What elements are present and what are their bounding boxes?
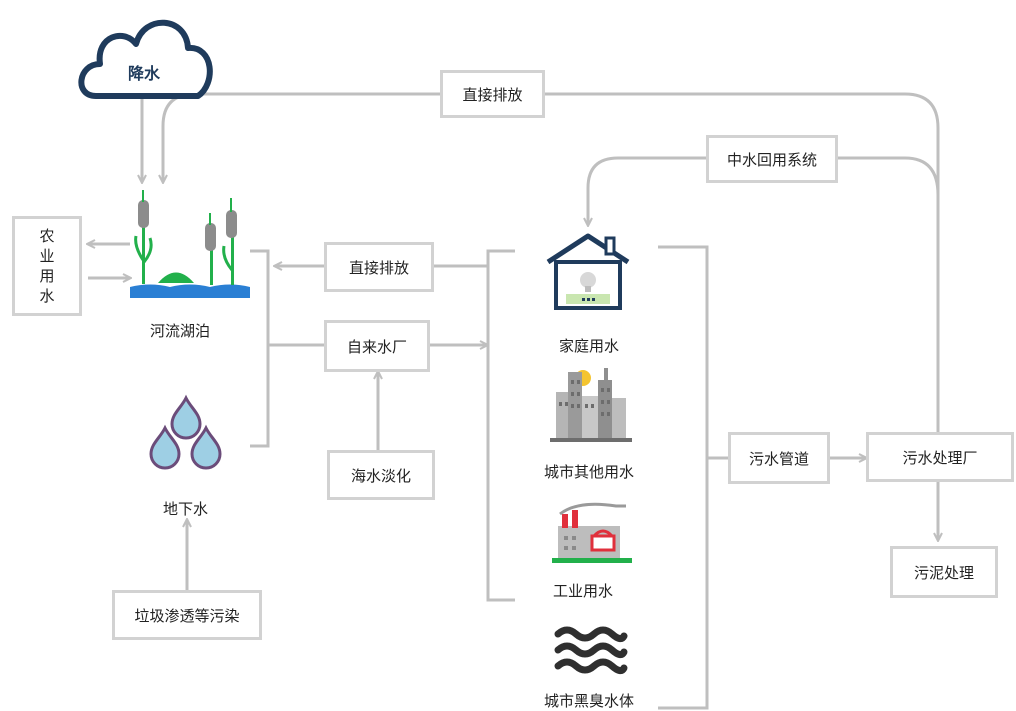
factory-icon xyxy=(552,502,632,563)
groundwater-label: 地下水 xyxy=(163,500,209,518)
household-water-label: 家庭用水 xyxy=(559,337,620,355)
water-drops-icon xyxy=(149,394,222,470)
agricultural-water-char: 农 xyxy=(39,227,55,245)
agricultural-water-box: 农 业 用 水 xyxy=(12,216,82,316)
city-buildings-icon xyxy=(550,368,632,442)
industrial-water-label: 工业用水 xyxy=(553,582,614,600)
users-right-bracket xyxy=(658,245,709,710)
arrow-top-discharge-to-lake xyxy=(163,92,440,182)
reclaimed-water-system-box: 中水回用系统 xyxy=(706,135,838,183)
agricultural-water-char: 水 xyxy=(39,287,55,305)
sewage-plant-box: 污水处理厂 xyxy=(866,432,1014,482)
direct-discharge-mid-box: 直接排放 xyxy=(324,242,434,292)
cloud-icon xyxy=(78,19,213,99)
black-odorous-water-label: 城市黑臭水体 xyxy=(544,692,635,710)
connector-lines xyxy=(88,92,940,710)
agricultural-water-char: 业 xyxy=(39,247,55,265)
agricultural-water-char: 用 xyxy=(39,267,55,285)
sewer-pipe-box: 污水管道 xyxy=(728,432,830,484)
users-left-bracket xyxy=(486,249,515,602)
sources-bracket xyxy=(250,249,270,448)
house-icon xyxy=(546,233,630,310)
reed-lake-icon xyxy=(130,190,250,298)
desalination-box: 海水淡化 xyxy=(327,450,435,500)
rain-label: 降水 xyxy=(128,64,161,83)
arrow-reclaimed-to-house xyxy=(588,156,706,225)
line-plant-to-reclaimed xyxy=(838,156,940,196)
city-other-water-label: 城市其他用水 xyxy=(544,463,635,481)
water-plant-box: 自来水厂 xyxy=(324,320,430,372)
waves-icon xyxy=(554,626,628,675)
direct-discharge-top-box: 直接排放 xyxy=(440,70,545,118)
sludge-treatment-box: 污泥处理 xyxy=(890,546,998,598)
line-plant-up xyxy=(545,92,940,432)
garbage-pollution-box: 垃圾渗透等污染 xyxy=(112,590,262,640)
river-lake-label: 河流湖泊 xyxy=(150,322,211,340)
